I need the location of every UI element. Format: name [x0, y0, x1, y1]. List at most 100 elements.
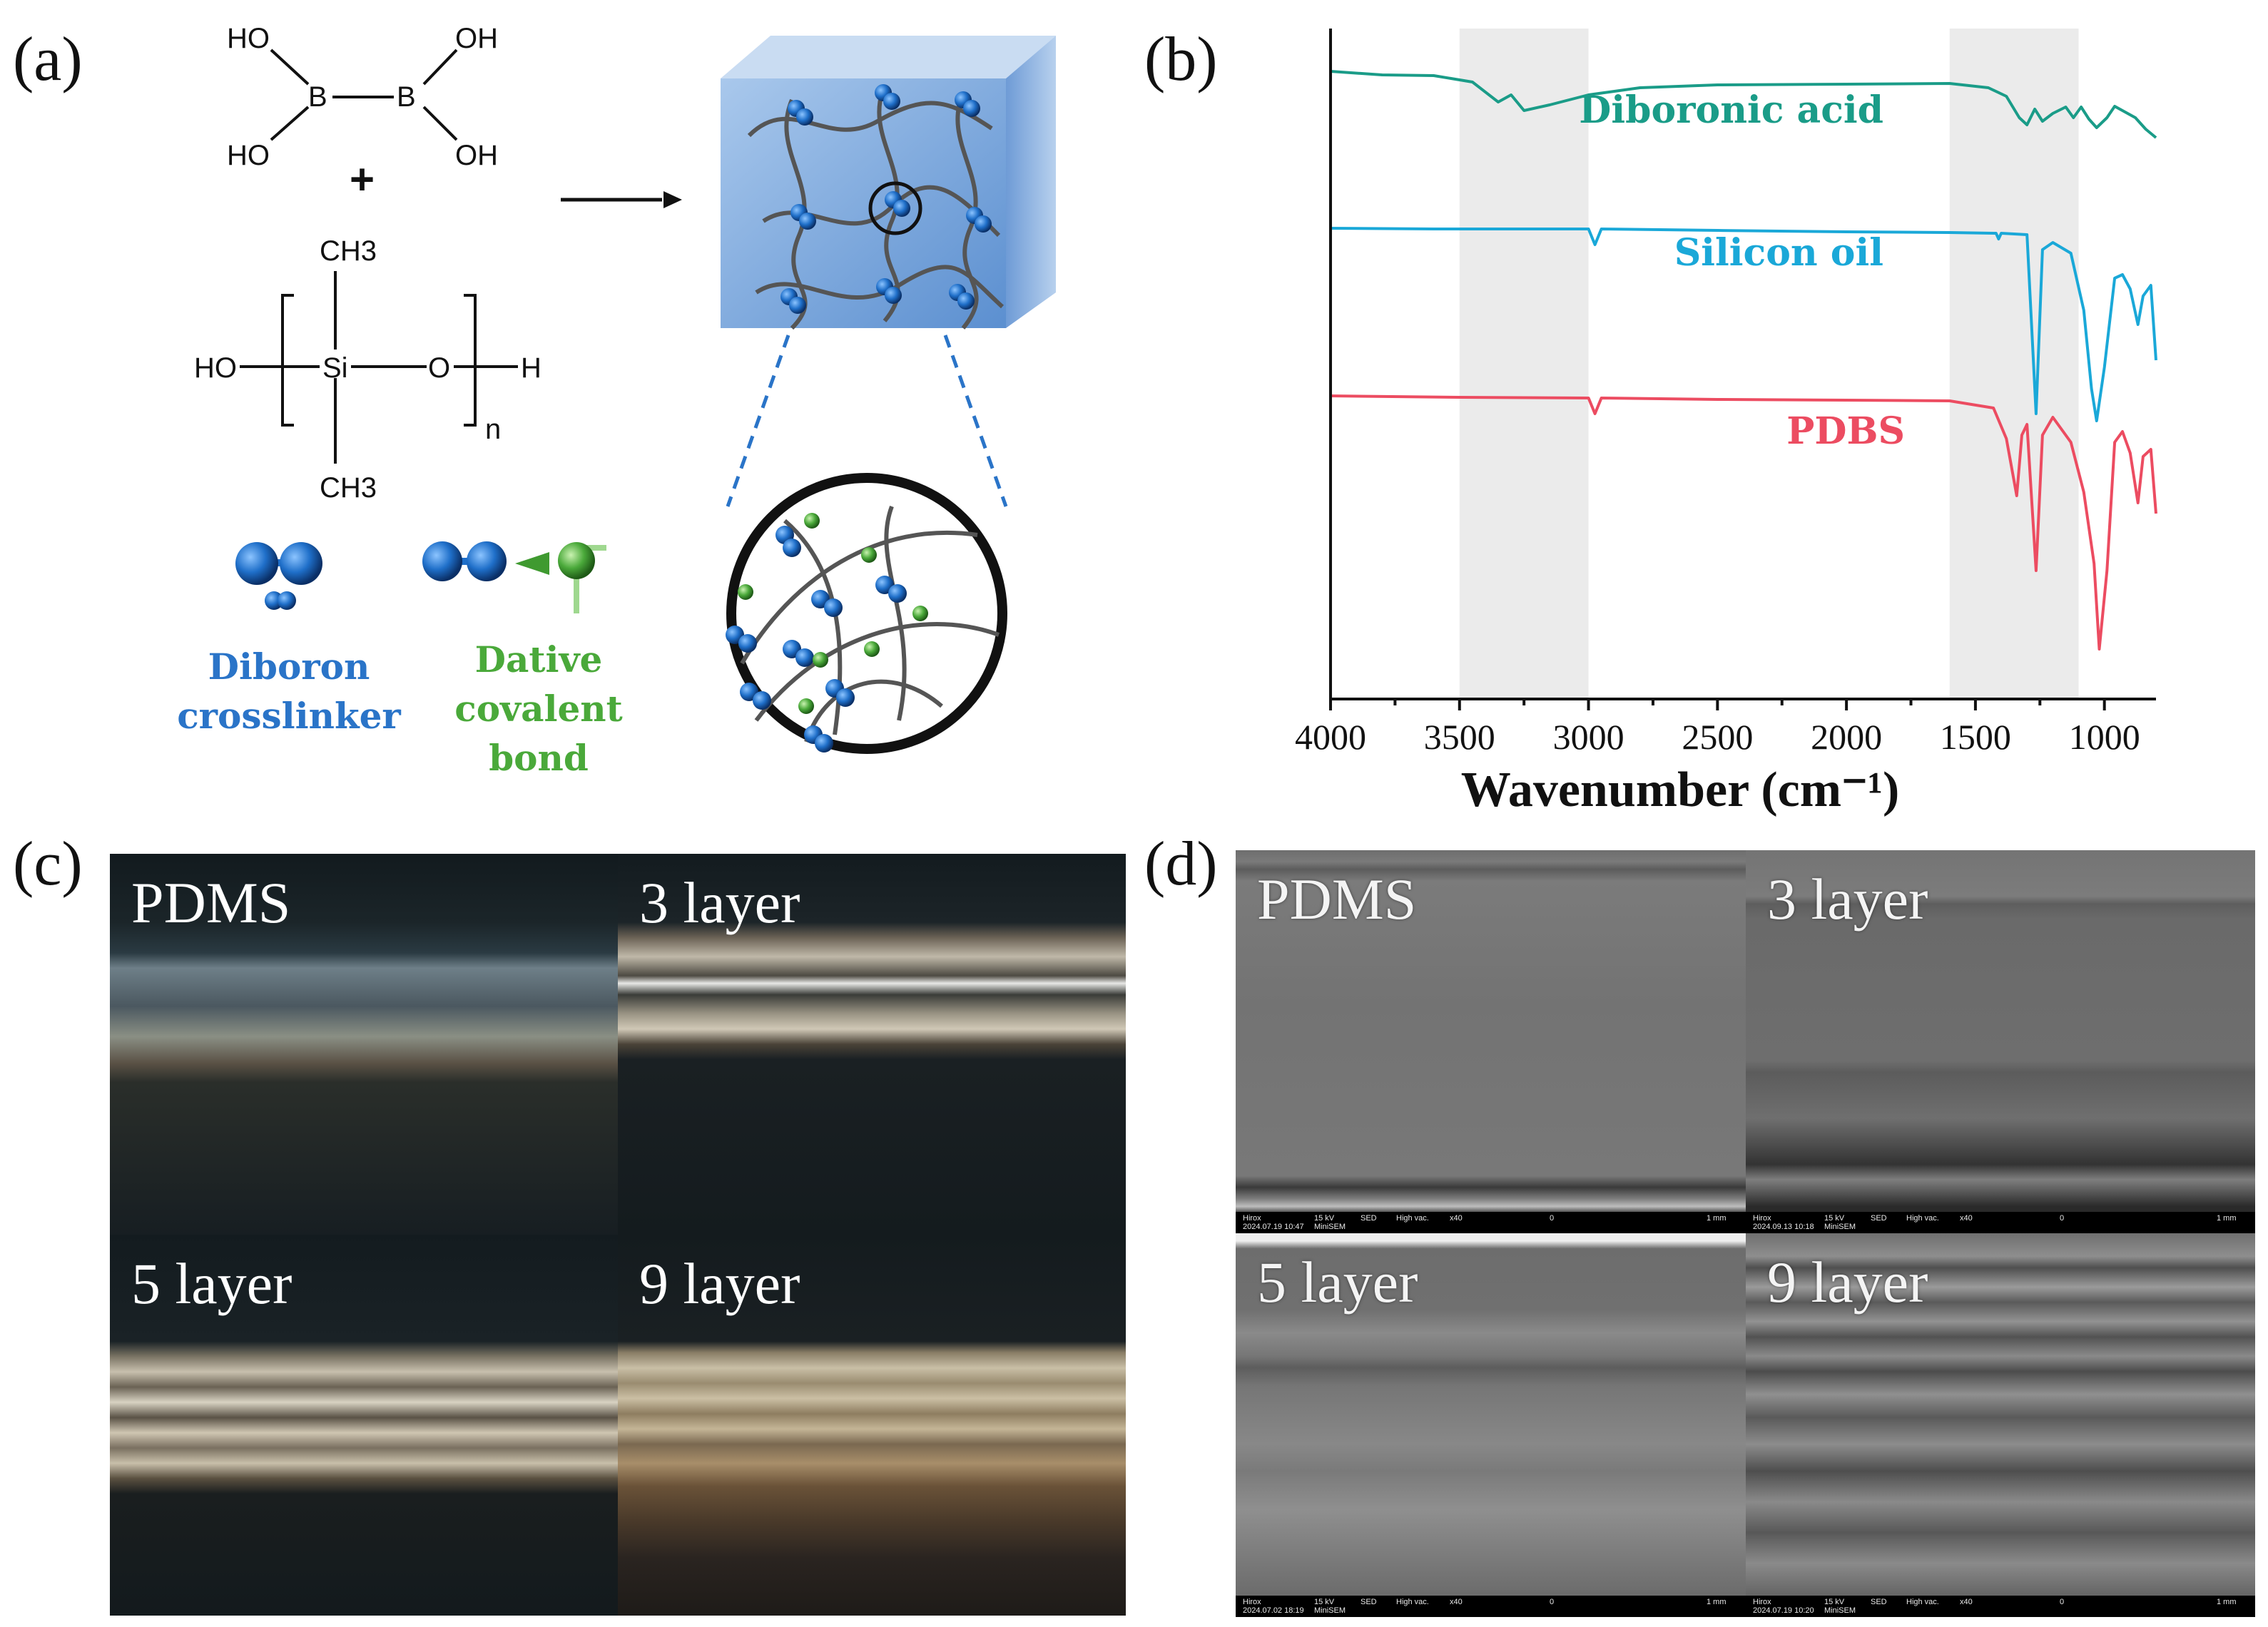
atom-label: CH3: [320, 472, 377, 504]
sem-info: 0: [2060, 1214, 2065, 1223]
sem-info: MiniSEM: [1314, 1223, 1346, 1231]
diboronic-bonds: [270, 49, 458, 141]
atom-label: B: [308, 81, 327, 113]
sem-info-bar: Hirox 2024.07.19 10:20 15 kV MiniSEM SED…: [1746, 1596, 2255, 1617]
atom-label: n: [485, 414, 502, 445]
sem-info: 1 mm: [1707, 1598, 1727, 1606]
sem-info: SED: [1361, 1214, 1377, 1223]
sem-label: 5 layer: [1257, 1250, 1418, 1315]
atom-label: CH3: [320, 235, 377, 267]
sem-info: 0: [2060, 1598, 2065, 1606]
micrograph-pdms: PDMS: [110, 854, 618, 1235]
series-label: Silicon oil: [1674, 231, 1883, 275]
atom-label: OH: [455, 23, 498, 54]
atom-label: Si: [322, 352, 348, 384]
siloxane-bonds: [240, 271, 518, 464]
sem-image-9-layer: 9 layer Hirox 2024.07.19 10:20 15 kV Min…: [1746, 1233, 2255, 1617]
sem-info: 15 kV: [1314, 1598, 1335, 1606]
plus-sign: +: [350, 155, 375, 203]
network-illustration: [721, 36, 1056, 754]
series-label: Diboronic acid: [1579, 88, 1883, 132]
sem-info: Hirox: [1753, 1214, 1771, 1223]
sem-image-3-layer: 3 layer Hirox 2024.09.13 10:18 15 kV Min…: [1746, 850, 2255, 1233]
micrograph-label: PDMS: [131, 870, 291, 935]
sem-info: x40: [1450, 1214, 1463, 1223]
sem-info: Hirox: [1243, 1214, 1261, 1223]
legend-line: crosslinker: [177, 695, 401, 737]
sem-info: 15 kV: [1314, 1214, 1335, 1223]
sem-info: 0: [1550, 1598, 1555, 1606]
atom-label: HO: [227, 140, 270, 171]
sem-info: 15 kV: [1824, 1598, 1845, 1606]
micrograph-label: 5 layer: [131, 1251, 293, 1316]
shaded-regions: [1459, 29, 2079, 699]
x-tick-label: 2000: [1811, 717, 1882, 757]
x-tick-label: 1000: [2069, 717, 2140, 757]
spectra: [1330, 70, 2157, 651]
x-axis-label: Wavenumber (cm⁻¹): [1461, 763, 1900, 817]
x-tick-label: 3500: [1424, 717, 1495, 757]
sem-info: High vac.: [1396, 1598, 1429, 1606]
panel-label-a: (a): [13, 25, 83, 94]
micrograph-3-layer: 3 layer: [618, 854, 1126, 1235]
micrograph-label: 9 layer: [639, 1251, 800, 1316]
sem-info: 1 mm: [1707, 1214, 1727, 1223]
diboron-crosslinker-icon: [235, 542, 322, 610]
sem-info: 2024.07.19 10:47: [1243, 1223, 1304, 1231]
sem-info: Hirox: [1243, 1598, 1261, 1606]
sem-info: High vac.: [1396, 1214, 1429, 1223]
sem-info: MiniSEM: [1314, 1606, 1346, 1615]
sem-info: Hirox: [1753, 1598, 1771, 1606]
sem-info: SED: [1361, 1598, 1377, 1606]
sem-info: MiniSEM: [1824, 1606, 1856, 1615]
atom-label: O: [428, 352, 451, 384]
sem-info-bar: Hirox 2024.09.13 10:18 15 kV MiniSEM SED…: [1746, 1212, 2255, 1233]
series-line: [1330, 70, 2157, 139]
legend-line: covalent: [454, 688, 623, 730]
micrograph-5-layer: 5 layer: [110, 1235, 618, 1616]
sem-info: 2024.07.19 10:20: [1753, 1606, 1814, 1615]
sem-info: High vac.: [1906, 1598, 1939, 1606]
sem-label: PDMS: [1257, 867, 1417, 932]
legend-dative: Dative covalent bond: [428, 635, 649, 782]
sem-info: SED: [1871, 1598, 1887, 1606]
sem-image-5-layer: 5 layer Hirox 2024.07.02 18:19 15 kV Min…: [1236, 1233, 1746, 1617]
panel-label-c: (c): [13, 830, 83, 899]
x-tick-label: 2500: [1682, 717, 1753, 757]
sem-info: x40: [1960, 1598, 1973, 1606]
sem-info: MiniSEM: [1824, 1223, 1856, 1231]
sem-info-bar: Hirox 2024.07.02 18:19 15 kV MiniSEM SED…: [1236, 1596, 1746, 1617]
legend-molecules: [235, 541, 606, 613]
legend-line: bond: [489, 737, 589, 779]
sem-info: 15 kV: [1824, 1214, 1845, 1223]
sem-info: SED: [1871, 1214, 1887, 1223]
sem-info: x40: [1960, 1214, 1973, 1223]
atom-label: OH: [455, 140, 498, 171]
reaction-arrow-icon: [561, 191, 682, 208]
atom-label: HO: [194, 352, 237, 384]
sem-info-bar: Hirox 2024.07.19 10:47 15 kV MiniSEM SED…: [1236, 1212, 1746, 1233]
legend-line: Diboron: [208, 646, 370, 688]
sem-info: 2024.09.13 10:18: [1753, 1223, 1814, 1231]
sem-info: x40: [1450, 1598, 1463, 1606]
series-line: [1330, 394, 2157, 651]
dative-bond-icon: [422, 541, 606, 613]
sem-info: 2024.07.02 18:19: [1243, 1606, 1304, 1615]
sem-label: 3 layer: [1767, 867, 1928, 932]
panel-label-b: (b): [1144, 25, 1218, 94]
zoom-guides: [726, 335, 1008, 507]
sem-label: 9 layer: [1767, 1250, 1928, 1315]
x-tick-label: 3000: [1553, 717, 1624, 757]
legend-line: Dative: [474, 638, 603, 680]
sem-info: High vac.: [1906, 1214, 1939, 1223]
sem-info: 1 mm: [2217, 1598, 2237, 1606]
x-tick-label: 4000: [1295, 717, 1366, 757]
legend-diboron: Diboron crosslinker: [164, 642, 414, 740]
shaded-region: [1949, 29, 2079, 699]
zoom-circle: [726, 473, 1007, 754]
sem-info: 1 mm: [2217, 1214, 2237, 1223]
panel-label-d: (d): [1144, 830, 1218, 899]
